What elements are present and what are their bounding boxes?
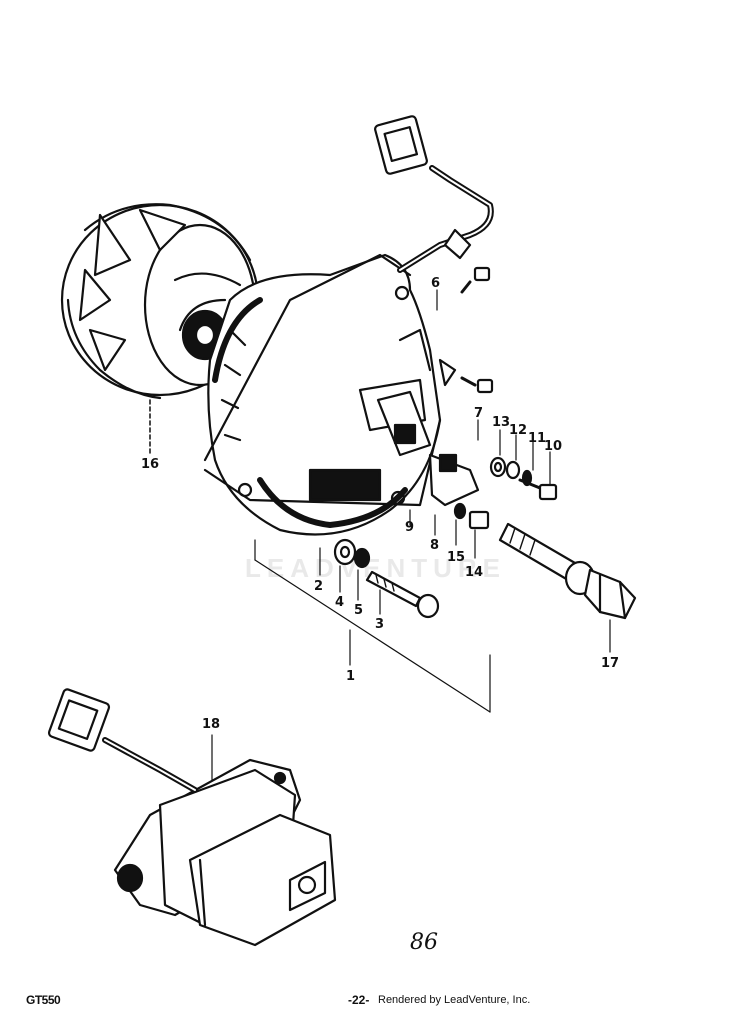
handwritten-note: 86 (410, 930, 438, 955)
stator-housing-1 (203, 253, 442, 536)
stator-lead-wire (374, 115, 494, 273)
callout-17: 17 (601, 656, 619, 671)
callout-8: 8 (430, 538, 439, 553)
callout-10: 10 (544, 439, 562, 454)
callout-18: 18 (202, 717, 220, 732)
washers-11-12-13 (489, 456, 533, 487)
callout-7: 7 (474, 406, 483, 421)
washers-2-4-5 (333, 538, 371, 569)
bolt-17 (498, 522, 637, 620)
callout-5: 5 (354, 603, 363, 618)
callout-4: 4 (335, 595, 344, 610)
callout-labels: 1 2 3 4 5 6 7 8 9 10 11 12 13 14 15 16 1… (141, 276, 619, 732)
brush-holder-9 (376, 390, 480, 507)
screw-10 (518, 478, 558, 501)
callout-15: 15 (447, 550, 465, 565)
screw-14-15 (453, 502, 490, 530)
screw-6 (460, 266, 491, 294)
callout-2: 2 (314, 579, 323, 594)
page-number: -22- (348, 993, 370, 1007)
regulator-18 (47, 688, 337, 947)
rendered-by-credit: Rendered by LeadVenture, Inc. (378, 994, 531, 1006)
model-code: GT550 (26, 993, 61, 1007)
callout-3: 3 (375, 617, 384, 632)
callout-12: 12 (509, 423, 527, 438)
bolt-3 (365, 570, 440, 619)
callout-6: 6 (431, 276, 440, 291)
callout-16: 16 (141, 457, 159, 472)
callout-14: 14 (465, 565, 483, 580)
callout-13: 13 (492, 415, 510, 430)
callout-1: 1 (346, 669, 355, 684)
screw-7 (438, 358, 494, 394)
callout-9: 9 (405, 520, 414, 535)
callout-11: 11 (528, 431, 546, 446)
